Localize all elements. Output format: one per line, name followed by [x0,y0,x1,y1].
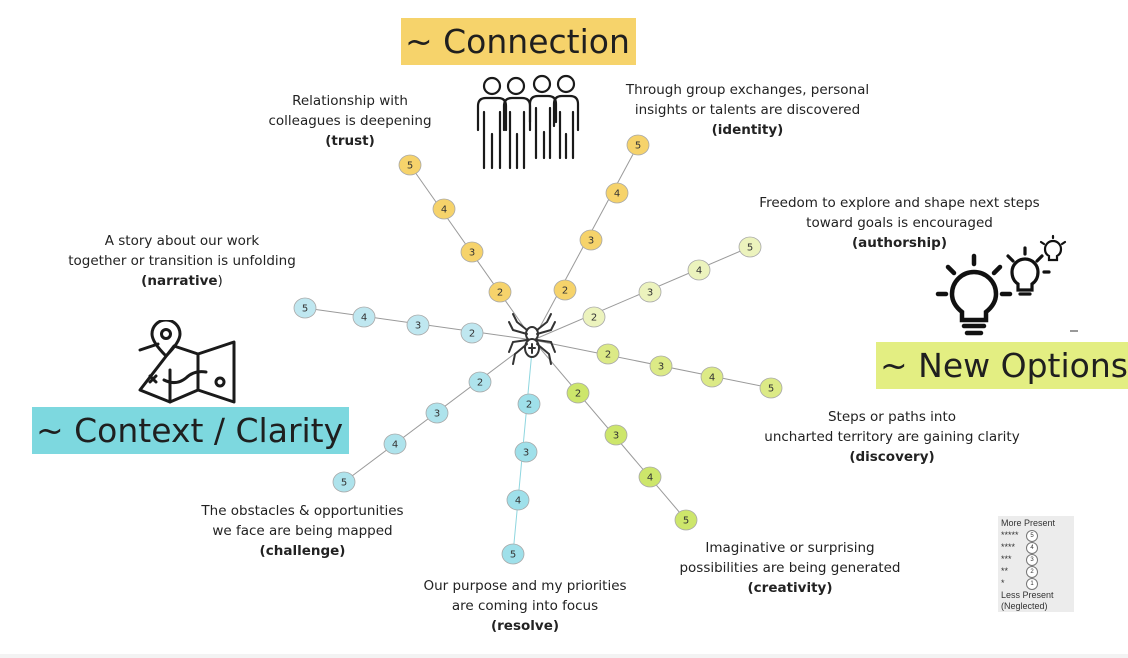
svg-text:2: 2 [591,313,597,324]
authorship-node-3: 3 [638,281,662,303]
resolve-node-2: 2 [517,393,541,415]
identity-node-4: 4 [605,182,629,204]
identity-node-2: 2 [553,279,577,301]
svg-text:2: 2 [469,329,475,340]
legend-circle-1: 1 [1026,578,1038,590]
trust-node-2: 2 [488,281,512,303]
svg-text:2: 2 [477,378,483,389]
legend-circle-3: 3 [1026,554,1038,566]
creativity-description: Imaginative or surprising possibilities … [679,540,901,596]
identity-description: Through group exchanges, personal insigh… [625,82,870,138]
legend-row-1: * [1001,578,1005,588]
svg-text:5: 5 [341,478,347,489]
svg-text:2: 2 [562,286,568,297]
svg-text:3: 3 [613,431,619,442]
svg-text:5: 5 [768,384,774,395]
legend-circle-5: 5 [1026,530,1038,542]
svg-text:4: 4 [614,189,620,200]
legend-row-4: **** [1001,542,1016,552]
svg-text:3: 3 [434,409,440,420]
bottom-bar [0,654,1128,658]
new-options-banner: ~ New Options [876,342,1128,389]
svg-text:3: 3 [588,236,594,247]
svg-text:5: 5 [747,243,753,254]
connection-banner: ~ Connection [401,18,636,65]
challenge-node-5: 5 [332,471,356,493]
legend-footer-2: (Neglected) [1001,601,1048,611]
trust-node-3: 3 [460,241,484,263]
challenge-node-2: 2 [468,371,492,393]
narrative-node-2: 2 [460,322,484,344]
spider-icon [508,313,556,365]
legend-circle-2: 2 [1026,566,1038,578]
svg-text:3: 3 [415,321,421,332]
svg-text:3: 3 [469,248,475,259]
people-group-icon [476,74,580,170]
narrative-node-3: 3 [406,314,430,336]
svg-text:3: 3 [523,448,529,459]
map-pin-icon [138,320,236,404]
legend-row-5: ***** [1001,530,1019,540]
discovery-node-5: 5 [759,377,783,399]
legend-circle-4: 4 [1026,542,1038,554]
svg-text:4: 4 [392,440,398,451]
narrative-node-5: 5 [293,297,317,319]
narrative-node-4: 4 [352,306,376,328]
svg-text:5: 5 [683,516,689,527]
authorship-node-5: 5 [738,236,762,258]
resolve-node-5: 5 [501,543,525,565]
svg-text:3: 3 [647,288,653,299]
small-dash [1070,330,1078,332]
resolve-description: Our purpose and my priorities are coming… [423,578,627,634]
svg-text:4: 4 [441,205,447,216]
svg-text:4: 4 [361,313,367,324]
identity-node-5: 5 [626,134,650,156]
svg-text:5: 5 [510,550,516,561]
identity-node-3: 3 [579,229,603,251]
svg-text:5: 5 [302,304,308,315]
narrative-description: A story about our work together or trans… [68,233,296,289]
authorship-node-2: 2 [582,306,606,328]
context-clarity-banner: ~ Context / Clarity [32,407,350,454]
svg-text:3: 3 [658,362,664,373]
creativity-node-2: 2 [566,382,590,404]
svg-text:2: 2 [526,400,532,411]
creativity-node-3: 3 [604,424,628,446]
legend-row-2: ** [1001,566,1009,576]
resolve-node-3: 3 [514,441,538,463]
legend-footer-1: Less Present [1001,590,1054,600]
trust-node-4: 4 [432,198,456,220]
svg-text:5: 5 [407,161,413,172]
svg-text:4: 4 [647,473,653,484]
creativity-node-4: 4 [638,466,662,488]
authorship-description: Freedom to explore and shape next steps … [759,195,1040,251]
svg-text:4: 4 [515,496,521,507]
svg-text:2: 2 [497,288,503,299]
trust-node-5: 5 [398,154,422,176]
discovery-node-3: 3 [649,355,673,377]
legend-header: More Present [1001,518,1056,528]
trust-description: Relationship with colleagues is deepenin… [268,93,432,149]
discovery-node-2: 2 [596,343,620,365]
svg-text:4: 4 [696,266,702,277]
discovery-node-4: 4 [700,366,724,388]
legend-row-3: *** [1001,554,1012,564]
discovery-description: Steps or paths into uncharted territory … [764,409,1020,465]
challenge-node-4: 4 [383,433,407,455]
authorship-node-4: 4 [687,259,711,281]
challenge-description: The obstacles & opportunities we face ar… [201,503,404,559]
svg-text:2: 2 [605,350,611,361]
svg-text:2: 2 [575,389,581,400]
light-bulbs-icon [935,234,1067,336]
svg-text:5: 5 [635,141,641,152]
creativity-node-5: 5 [674,509,698,531]
legend: More Present ***** 5 **** 4 *** 3 ** 2 *… [998,516,1074,612]
resolve-node-4: 4 [506,489,530,511]
challenge-node-3: 3 [425,402,449,424]
svg-text:4: 4 [709,373,715,384]
